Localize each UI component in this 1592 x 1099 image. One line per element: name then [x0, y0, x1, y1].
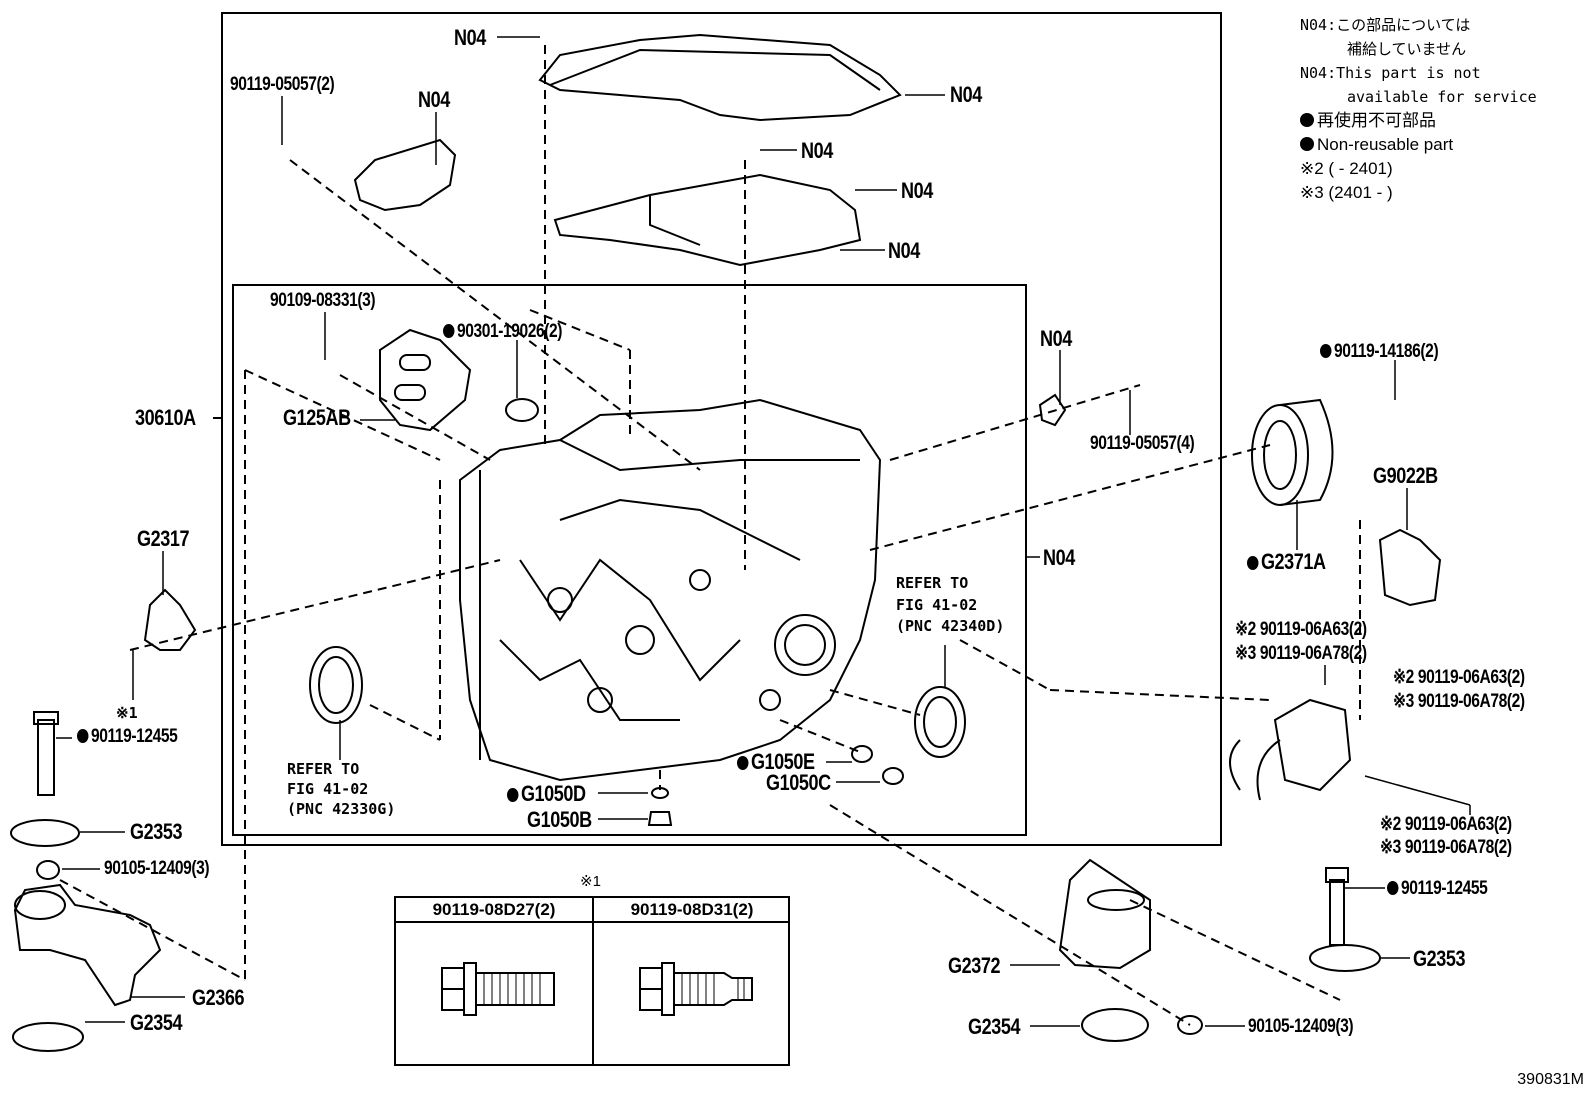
- note-table-header[interactable]: 90119-08D27(2): [396, 898, 592, 923]
- part-label-n04[interactable]: N04: [1040, 326, 1072, 351]
- nonreusable-dot-icon: [1247, 556, 1259, 570]
- bolt-icon: [441, 962, 555, 1016]
- part-label-oil-cooler[interactable]: G125AB: [283, 405, 351, 430]
- part-label-bolt[interactable]: 90109-08331(3): [270, 290, 376, 311]
- part-label-bolt[interactable]: 90119-12455: [77, 727, 178, 747]
- part-label-assembly[interactable]: 30610A: [135, 405, 196, 430]
- part-label-gasket[interactable]: G1050E: [737, 750, 815, 774]
- part-label-n04[interactable]: N04: [454, 25, 486, 50]
- part-label-bolt[interactable]: ※3 90119-06A78(2): [1380, 837, 1512, 858]
- legend-n04-ja: N04:この部品については: [1300, 16, 1471, 34]
- part-label-gasket[interactable]: G1050D: [507, 782, 586, 806]
- nonreusable-dot-icon: [77, 729, 89, 743]
- part-label-bracket[interactable]: G2317: [137, 526, 190, 551]
- legend-note-2: ※2 ( - 2401): [1300, 159, 1393, 178]
- valve-body-cover-shape: [553, 173, 862, 267]
- part-label-bolt[interactable]: 90119-14186(2): [1320, 342, 1439, 362]
- part-label-bracket[interactable]: G9022B: [1373, 463, 1438, 488]
- note-table-title: ※1: [580, 873, 601, 890]
- part-label-stopper[interactable]: G2354: [130, 1010, 183, 1035]
- note-table-column: 90119-08D31(2): [592, 898, 790, 1064]
- part-label-engine-mount[interactable]: G2372: [948, 953, 1001, 978]
- nonreusable-dot-icon: [1320, 344, 1332, 358]
- part-label-bolt[interactable]: ※2 90119-06A63(2): [1235, 619, 1367, 640]
- nonreusable-dot-icon: [443, 324, 455, 338]
- legend-n04-en-cont: available for service: [1347, 88, 1537, 106]
- nonreusable-dot-icon: [737, 756, 749, 770]
- oil-cooler-shape: [379, 328, 472, 432]
- inner-case-frame: [232, 284, 1027, 836]
- part-label-bolt[interactable]: 90105-12409(3): [104, 858, 210, 879]
- oil-seal-left: [309, 646, 363, 724]
- part-label-bolt[interactable]: 90105-12409(3): [1248, 1016, 1354, 1037]
- oil-pan-gasket-shape: [538, 33, 902, 122]
- part-label-bolt[interactable]: 90119-05057(2): [230, 74, 335, 95]
- part-label-washer[interactable]: G2353: [1413, 946, 1466, 971]
- part-label-bolt[interactable]: ※3 90119-06A78(2): [1393, 691, 1525, 712]
- refer-left-line2: FIG 41-02: [287, 780, 369, 798]
- part-label-bolt[interactable]: ※2 90119-06A63(2): [1393, 667, 1525, 688]
- legend-note-3: ※3 (2401 - ): [1300, 183, 1393, 202]
- refer-right-line3: (PNC 42340D): [896, 617, 1005, 635]
- part-label-n04[interactable]: N04: [1043, 545, 1075, 570]
- note-table-header[interactable]: 90119-08D31(2): [594, 898, 790, 923]
- part-label-n04[interactable]: N04: [950, 82, 982, 107]
- outer-assembly-frame: [221, 12, 1222, 846]
- legend-n04-ja-cont: 補給していません: [1347, 40, 1467, 58]
- part-label-plug[interactable]: G1050C: [766, 770, 831, 795]
- part-label-engine-mount[interactable]: G2366: [192, 985, 245, 1010]
- nonreusable-dot-icon: [1300, 113, 1314, 127]
- part-label-bolt[interactable]: 90119-12455: [1387, 879, 1488, 899]
- oil-seal-right: [914, 686, 966, 758]
- legend: N04:この部品については 補給していません N04:This part is …: [1300, 13, 1537, 205]
- part-label-bolt[interactable]: ※3 90119-06A78(2): [1235, 643, 1367, 664]
- stepped-bolt-icon: [639, 962, 753, 1016]
- refer-left-line1: REFER TO: [287, 760, 360, 778]
- transaxle-case-shape: [459, 398, 882, 782]
- nonreusable-dot-icon: [1300, 137, 1314, 151]
- legend-nonreusable-en: Non-reusable part: [1300, 133, 1537, 157]
- legend-nonreusable-ja: 再使用不可部品: [1300, 109, 1537, 133]
- part-label-n04[interactable]: N04: [888, 238, 920, 263]
- part-label-n04[interactable]: N04: [901, 178, 933, 203]
- part-label-o-ring[interactable]: 90301-19026(2): [443, 322, 562, 342]
- refer-right-line2: FIG 41-02: [896, 596, 978, 614]
- part-label-n04[interactable]: N04: [418, 87, 450, 112]
- part-label-n04[interactable]: N04: [801, 138, 833, 163]
- engine-mount-g2372: [1058, 858, 1151, 970]
- note-ref-1: ※1: [116, 704, 138, 722]
- nonreusable-dot-icon: [1387, 881, 1399, 895]
- note-table-column: 90119-08D27(2): [396, 898, 592, 1064]
- legend-n04-en: N04:This part is not: [1300, 64, 1481, 82]
- engine-mount-g2366: [13, 883, 162, 1007]
- part-label-engine-mount[interactable]: G2371A: [1247, 550, 1326, 574]
- part-label-washer[interactable]: G2353: [130, 819, 183, 844]
- bolt-illustration: [396, 923, 592, 1064]
- note-1-bolt-table: 90119-08D27(2) 90119-08D31(2): [394, 896, 790, 1066]
- refer-left-line3: (PNC 42330G): [287, 800, 396, 818]
- part-label-stopper[interactable]: G2354: [968, 1014, 1021, 1039]
- bolt-illustration: [594, 923, 790, 1064]
- nonreusable-dot-icon: [507, 788, 519, 802]
- part-label-bolt[interactable]: ※2 90119-06A63(2): [1380, 814, 1512, 835]
- figure-code: 390831M: [1517, 1071, 1584, 1088]
- refer-right-line1: REFER TO: [896, 574, 969, 592]
- part-label-bolt[interactable]: 90119-05057(4): [1090, 433, 1195, 454]
- part-label-plug[interactable]: G1050B: [527, 807, 592, 832]
